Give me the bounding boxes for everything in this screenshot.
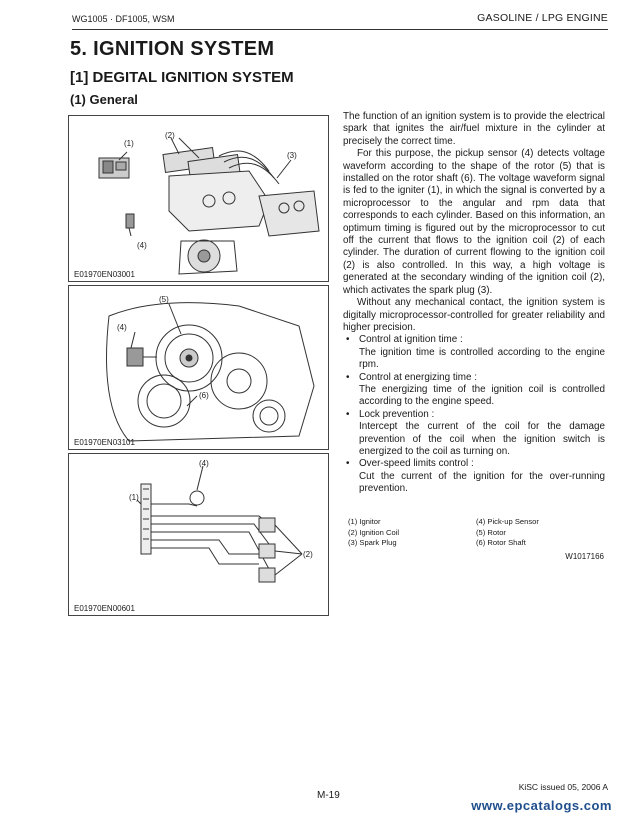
header-section: GASOLINE / LPG ENGINE	[477, 12, 608, 24]
subsection-heading: (1) General	[70, 92, 138, 107]
bullet-ignition-time: •Control at ignition time :	[346, 334, 463, 346]
bullet-over-speed: •Over-speed limits control :	[346, 458, 474, 470]
bullet-lock-prevention-text: Intercept the current of the coil for th…	[359, 421, 605, 457]
paragraph-3: Without any mechanical contact, the igni…	[343, 297, 605, 333]
page-number: M-19	[317, 790, 340, 801]
fig1-label-3: (3)	[287, 151, 297, 160]
issue-note: KiSC issued 05, 2006 A	[518, 782, 608, 792]
fig1-label-2: (2)	[165, 131, 175, 140]
paragraph-2: For this purpose, the pickup sensor (4) …	[343, 148, 605, 296]
bullet-over-speed-text: Cut the current of the ignition for the …	[359, 470, 605, 495]
fig2-label-4: (4)	[117, 323, 127, 332]
page-title: 5. IGNITION SYSTEM	[70, 38, 275, 60]
document-code: W1017166	[565, 552, 604, 561]
figure-wiring-diagram: (4) (1) (2) E01970EN00601	[68, 453, 329, 616]
rotor-sensor-drawing: (5) (4) (6)	[106, 295, 315, 442]
parts-legend: (1) Ignitor(4) Pick-up Sensor (2) Igniti…	[348, 517, 606, 549]
figure-rotor-sensor: (5) (4) (6) E01970EN03101	[68, 285, 329, 450]
bullet-energizing-time-text: The energizing time of the ignition coil…	[359, 383, 605, 408]
bullet-ignition-time-text: The ignition time is controlled accordin…	[359, 346, 605, 371]
figure-3-caption: E01970EN00601	[74, 604, 135, 613]
legend-row: (1) Ignitor(4) Pick-up Sensor	[348, 517, 539, 526]
figure-ignition-components: (1) (2) (3) (4) E01970EN03001	[68, 115, 329, 282]
figure-2-caption: E01970EN03101	[74, 438, 135, 447]
bullet-energizing-time: •Control at energizing time :	[346, 371, 478, 383]
fig3-label-2: (2)	[303, 550, 313, 559]
body-text: The function of an ignition system is to…	[343, 111, 605, 496]
ignition-components-drawing: (1) (2) (3) (4)	[98, 131, 320, 275]
header-rule	[72, 29, 608, 30]
fig3-label-4: (4)	[199, 459, 209, 468]
wiring-diagram-drawing: (4) (1) (2)	[129, 459, 313, 583]
legend-row: (3) Spark Plug(6) Rotor Shaft	[348, 538, 526, 547]
fig2-label-5: (5)	[159, 295, 169, 304]
fig1-label-4: (4)	[137, 241, 147, 250]
watermark-text: www.epcatalogs.com	[471, 798, 612, 813]
legend-row: (2) Ignition Coil(5) Rotor	[348, 527, 506, 537]
section-heading: [1] DEGITAL IGNITION SYSTEM	[70, 69, 294, 86]
fig3-label-1: (1)	[129, 493, 139, 502]
bullet-lock-prevention: •Lock prevention :	[346, 408, 435, 420]
figure-1-caption: E01970EN03001	[74, 270, 135, 279]
header-model: WG1005 · DF1005, WSM	[72, 14, 175, 24]
paragraph-1: The function of an ignition system is to…	[343, 111, 605, 147]
fig2-label-6: (6)	[199, 391, 209, 400]
fig1-label-1: (1)	[124, 139, 134, 148]
